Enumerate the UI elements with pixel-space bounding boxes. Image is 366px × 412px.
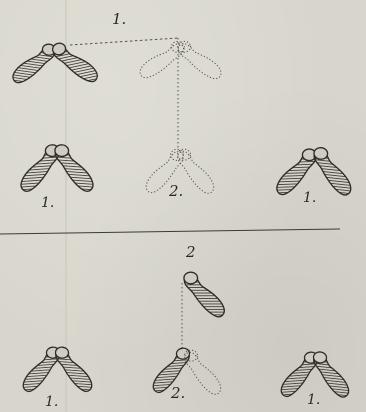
label-upper-center: 2. — [168, 182, 183, 200]
single-pollinium — [184, 272, 224, 317]
pollinia-pair-upper-right — [276, 147, 355, 195]
pollinia-pair-top-center-dotted — [139, 35, 222, 84]
pollinia-pair-lower-center — [151, 348, 223, 395]
top-marker: 1. — [112, 10, 126, 28]
bottom-marker: 2 — [185, 243, 196, 261]
label-lower-right: 1. — [307, 392, 320, 408]
pollinia-pair-upper-left — [18, 144, 95, 191]
pollinia-pair-lower-left — [21, 347, 94, 392]
label-upper-right: 1. — [303, 190, 316, 206]
label-lower-center: 2. — [170, 384, 185, 402]
pollinia-pair-lower-right — [279, 351, 353, 397]
connector-top — [70, 38, 178, 45]
section-divider — [0, 229, 340, 234]
label-lower-left: 1. — [45, 394, 58, 410]
label-upper-left: 1. — [41, 195, 54, 211]
